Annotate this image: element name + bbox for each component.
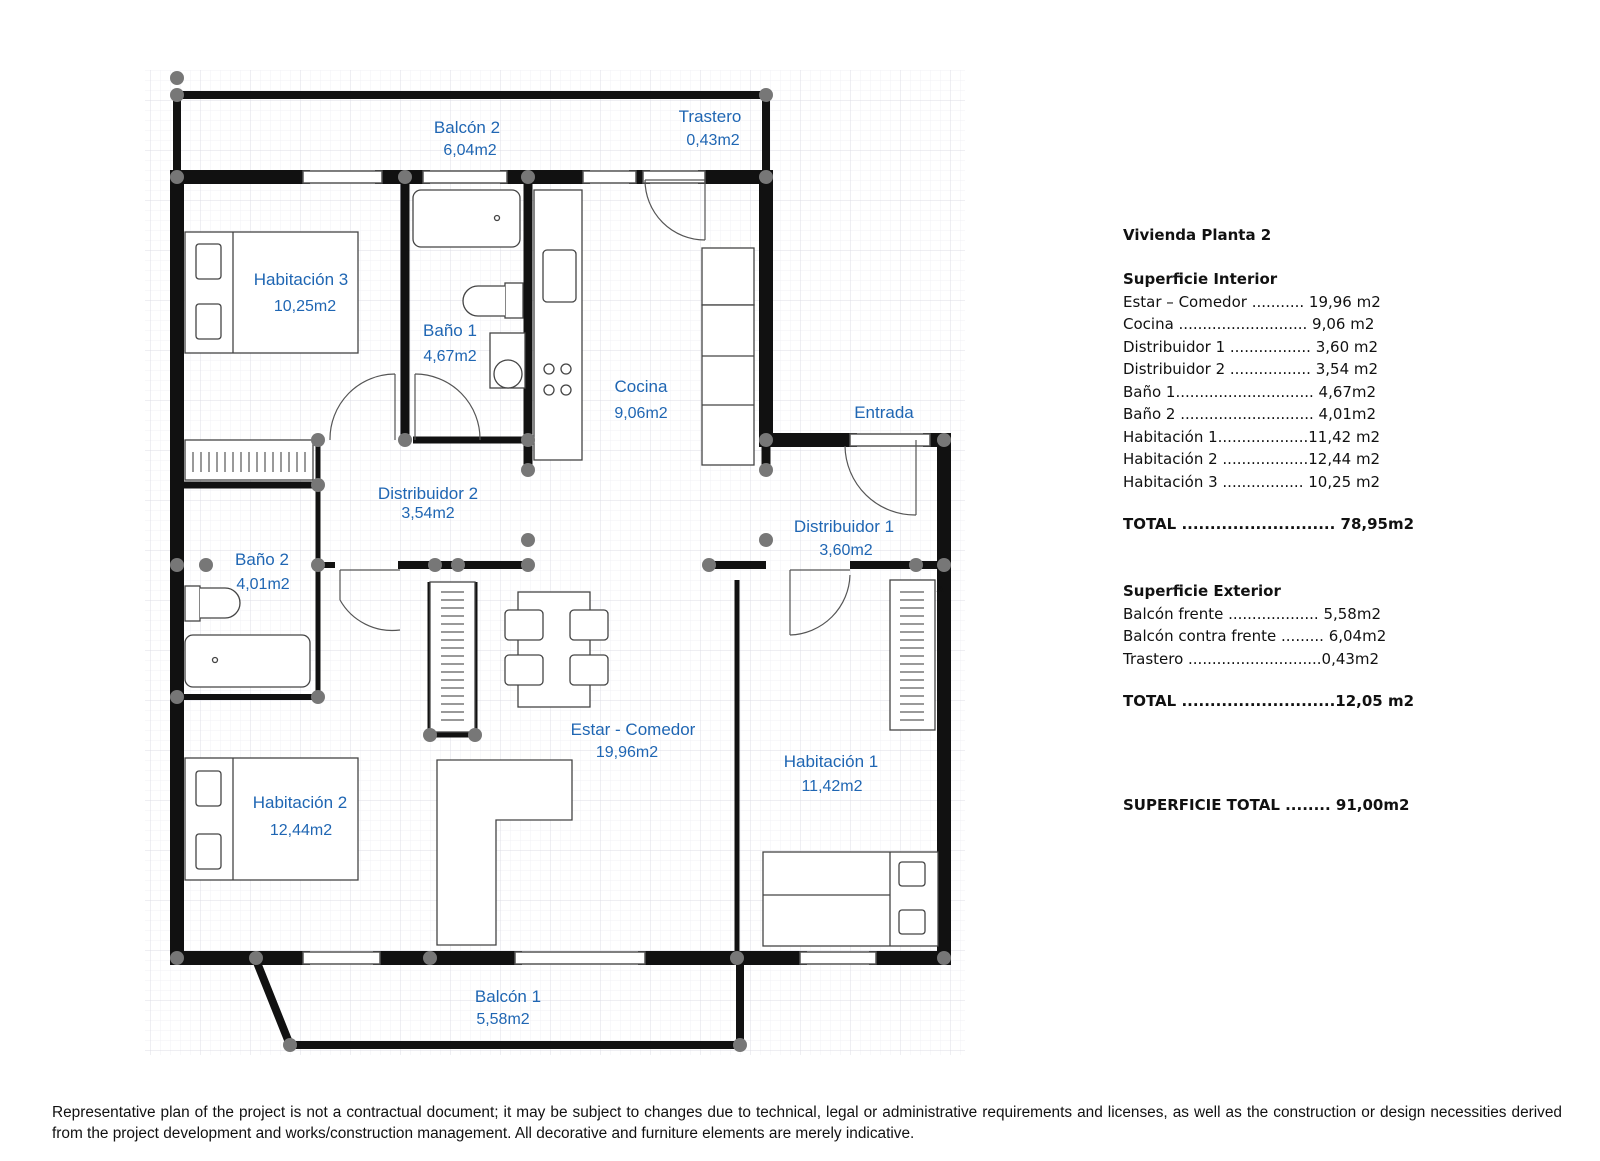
- room-name-habitacion-2: Habitación 2: [253, 793, 348, 812]
- exterior-row: Balcón frente ................... 5,58m2: [1123, 604, 1381, 623]
- room-area-estar-comedor: 19,96m2: [596, 744, 658, 761]
- interior-total: TOTAL ........................... 78,95m…: [1123, 515, 1415, 533]
- room-area-balcon-1: 5,58m2: [476, 1011, 529, 1028]
- interior-row: Cocina ........................... 9,06 …: [1123, 315, 1375, 333]
- interior-row: Habitación 1...................11,42 m2: [1123, 427, 1381, 446]
- disclaimer-text: Representative plan of the project is no…: [52, 1104, 1562, 1142]
- room-labels: Balcón 2 6,04m2 Trastero 0,43m2 Habitaci…: [235, 107, 914, 1028]
- exterior-walls: [170, 170, 951, 965]
- interior-row: Distribuidor 2 ................. 3,54 m2: [1123, 360, 1379, 378]
- room-name-balcon-1: Balcón 1: [475, 987, 541, 1006]
- interior-row: Distribuidor 1 ................. 3,60 m2: [1123, 337, 1379, 356]
- furniture: [184, 189, 939, 947]
- grand-total: SUPERFICIE TOTAL ........ 91,00m2: [1123, 796, 1410, 814]
- room-name-habitacion-3: Habitación 3: [254, 270, 349, 289]
- room-name-distribuidor-2: Distribuidor 2: [378, 484, 478, 503]
- room-area-balcon-2: 6,04m2: [443, 142, 496, 159]
- room-area-habitacion-2: 12,44m2: [270, 822, 332, 839]
- room-area-cocina: 9,06m2: [614, 405, 667, 422]
- room-name-entrada: Entrada: [854, 403, 914, 422]
- exterior-row: Trastero ............................0,4…: [1123, 649, 1380, 668]
- exterior-row: Balcón contra frente ......... 6,04m2: [1123, 627, 1387, 645]
- interior-row: Habitación 3 ................. 10,25 m2: [1123, 472, 1381, 491]
- room-area-bano-2: 4,01m2: [236, 576, 289, 593]
- room-name-balcon-2: Balcón 2: [434, 118, 500, 137]
- room-name-habitacion-1: Habitación 1: [784, 752, 879, 771]
- room-area-distribuidor-2: 3,54m2: [401, 505, 454, 522]
- room-area-distribuidor-1: 3,60m2: [819, 542, 872, 559]
- interior-row: Habitación 2 ..................12,44 m2: [1123, 450, 1381, 468]
- wall-nodes: [170, 71, 951, 1052]
- windows: [302, 170, 931, 965]
- interior-row: Baño 2 ............................ 4,01…: [1123, 405, 1377, 423]
- room-name-bano-2: Baño 2: [235, 550, 289, 569]
- exterior-total: TOTAL ...........................12,05 m…: [1123, 692, 1415, 710]
- room-area-trastero: 0,43m2: [686, 132, 739, 149]
- doors: [329, 179, 917, 636]
- room-area-habitacion-3: 10,25m2: [274, 298, 336, 315]
- room-name-bano-1: Baño 1: [423, 321, 477, 340]
- exterior-heading: Superficie Exterior: [1123, 582, 1281, 600]
- room-name-cocina: Cocina: [615, 377, 668, 396]
- marker-a: A: [936, 584, 943, 595]
- room-name-trastero: Trastero: [679, 107, 742, 126]
- interior-row: Baño 1............................. 4,67…: [1123, 382, 1377, 401]
- summary-title: Vivienda Planta 2: [1123, 226, 1272, 244]
- closet-hatching: [192, 452, 924, 721]
- room-name-distribuidor-1: Distribuidor 1: [794, 517, 894, 536]
- room-area-habitacion-1: 11,42m2: [801, 778, 862, 795]
- area-summary: Vivienda Planta 2 Superficie Interior Es…: [1123, 226, 1423, 814]
- interior-heading: Superficie Interior: [1123, 270, 1278, 288]
- room-area-bano-1: 4,67m2: [423, 348, 476, 365]
- room-name-estar-comedor: Estar - Comedor: [571, 720, 696, 739]
- interior-row: Estar – Comedor ........... 19,96 m2: [1123, 292, 1381, 311]
